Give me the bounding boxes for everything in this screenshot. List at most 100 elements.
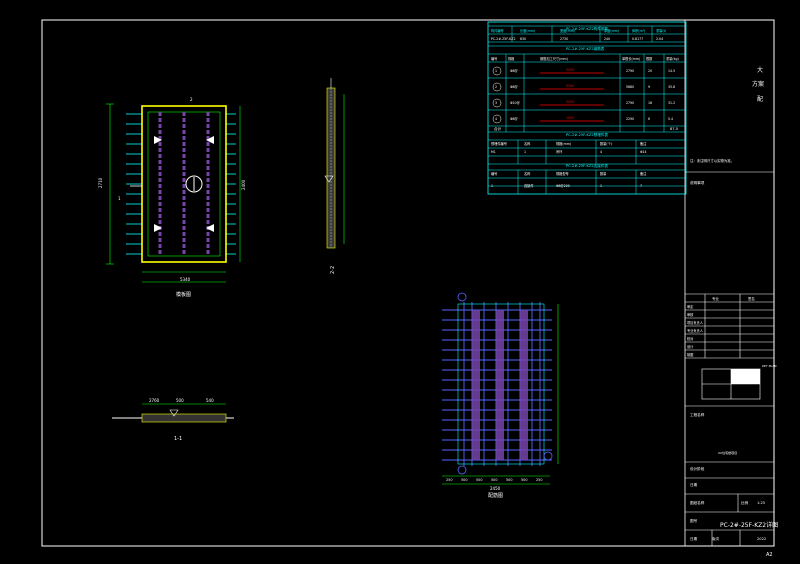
key-plan-label: KEY PLAN (762, 364, 777, 368)
table-2-header: 编号 (491, 56, 497, 61)
table-2-title: PC-2#-25F-KZ2钢筋表 (566, 46, 605, 51)
project-value: XX住宅楼项目 (718, 450, 737, 455)
section-1-dim: 500 (176, 398, 184, 403)
bar-mark-icon (492, 114, 502, 124)
table-2-header: 单根长(mm) (622, 56, 640, 61)
section-1-body (141, 413, 227, 423)
table-2-cell: 18 (648, 101, 652, 105)
table-3-cell: Φ14 (640, 150, 647, 154)
level-marker-icon (169, 409, 179, 417)
table-1-title: PC-2#-25F-KZ2构件参数 (566, 26, 608, 31)
date-label: 日期 (690, 482, 698, 487)
title-block-role: 校对 (687, 336, 694, 341)
table-2-total-value: 87.5 (670, 127, 678, 131)
table-2-cell: 2790 (626, 69, 634, 73)
table-2-header: 钢筋加工尺寸(mm) (540, 56, 568, 61)
lift-point-icon (206, 224, 214, 232)
rebar-dim: 500 (476, 478, 482, 482)
sheet-no: 2022 (757, 537, 766, 541)
sheet-border (41, 19, 775, 547)
table-3-title: PC-2#-25F-KZ2预埋件表 (566, 132, 608, 137)
schedule-tables: PC-2#-25F-KZ2构件参数 构件编号长度(mm)宽度(mm)厚度(mm)… (487, 21, 687, 195)
title-block: 大 方案 配 注：未注明尺寸以实物为准。 说明事项 专业签名审定审核项目负责人专… (685, 66, 778, 546)
note-heading: 说明事项 (690, 180, 705, 185)
section-1-title: 1-1 (174, 436, 182, 442)
table-1-cell: 240 (604, 37, 610, 41)
section-2-title: 2-2 (330, 266, 336, 274)
title-block-header: 专业 (712, 296, 719, 301)
scale-value: 1:25 (757, 501, 765, 505)
table-3-cell: 吊环 (556, 150, 562, 154)
section-1-dim: 540 (206, 398, 214, 403)
rebar-marker-icon (457, 292, 467, 302)
rebar-dim: 250 (536, 478, 542, 482)
rebar-marker-icon (457, 465, 467, 475)
table-3-cell: 4 (600, 150, 602, 154)
drawing-name: PC-2#-25F-KZ2详图 (720, 521, 778, 529)
center-embed-icon (185, 175, 203, 193)
table-2-cell: 2 (495, 85, 497, 89)
table-1-cell: 2730 (560, 37, 568, 41)
section-1-dim: 2760 (149, 398, 160, 403)
plan-dim-bottom: 5340 (180, 277, 191, 282)
rebar-dim: 500 (506, 478, 512, 482)
table-3-header: 备注 (640, 141, 647, 146)
table-2-cell: Φ8@ (510, 85, 518, 89)
key-plan-highlight (731, 369, 760, 384)
table-2-cell: Φ10@ (510, 101, 520, 105)
title-block-role: 审定 (687, 304, 694, 309)
table-2-cell: 2450 (566, 68, 574, 72)
company-name: 方案 (752, 80, 764, 88)
table-3-cell: M1 (491, 150, 496, 154)
plan-dim-right: 2400 (241, 179, 246, 190)
table-4-cell: 1 (600, 184, 602, 188)
table-4-header: 数量 (600, 171, 607, 176)
table-2-cell: 9 (648, 85, 650, 89)
table-3-header: 数量(个) (600, 141, 612, 146)
company-name: 配 (757, 96, 763, 103)
company-name: 大 (757, 66, 763, 74)
table-2-cell: 5.4 (668, 117, 673, 121)
table-4-cell: Φ8@200 (556, 184, 570, 188)
section-1-1: 2760 500 540 1-1 (112, 398, 234, 442)
plan-view: 2710 2400 5340 1 2 模板图 (98, 97, 246, 298)
bar-mark-icon (492, 98, 502, 108)
footer-date-label: 日期 (690, 536, 698, 541)
table-2-cell: 2450 (566, 100, 574, 104)
table-2-cell: Φ8@ (510, 117, 518, 121)
section-marker-2: 2 (190, 97, 193, 102)
table-3-cell: 1 (524, 150, 526, 154)
section-marker-1: 1 (118, 196, 121, 201)
rebar-dim: 250 (446, 478, 452, 482)
table-3-header: 预埋件编号 (491, 141, 507, 146)
plan-panel-outline (141, 105, 227, 263)
table-4-cell: 7 (640, 184, 642, 188)
table-1-cell: PC-2#-25F-KZ2 (491, 37, 516, 41)
rebar-dim: 500 (521, 478, 527, 482)
rebar-dim: 500 (461, 478, 467, 482)
table-4-header: 编号 (491, 171, 497, 176)
drawing-no-label: 图号 (690, 518, 698, 523)
plan-view-title: 模板图 (176, 291, 191, 298)
table-2-header: 根数 (646, 56, 653, 61)
table-1-cell: 0.8177 (632, 37, 643, 41)
lift-point-icon (206, 136, 214, 144)
bar-mark-icon (492, 82, 502, 92)
table-2-header: 重量(kg) (666, 56, 679, 61)
table-2-cell: 35.8 (668, 85, 675, 89)
title-block-role: 设计 (687, 344, 694, 349)
title-block-header: 签名 (748, 296, 755, 301)
table-2-cell: 2290 (626, 117, 634, 121)
rebar-marker-icon (543, 451, 553, 461)
stage-label: 设计阶段 (690, 466, 705, 471)
table-1-cell: 2.04 (656, 37, 663, 41)
table-2-cell: 14.5 (668, 69, 675, 73)
table-2-cell: 2790 (626, 101, 634, 105)
table-1-header: 构件编号 (491, 28, 504, 33)
lift-point-icon (154, 224, 162, 232)
drawing-note: 注：未注明尺寸以实物为准。 (690, 158, 734, 163)
table-4-title: PC-2#-25F-KZ2连接件表 (566, 163, 608, 168)
title-block-role: 专业负责人 (687, 328, 704, 333)
